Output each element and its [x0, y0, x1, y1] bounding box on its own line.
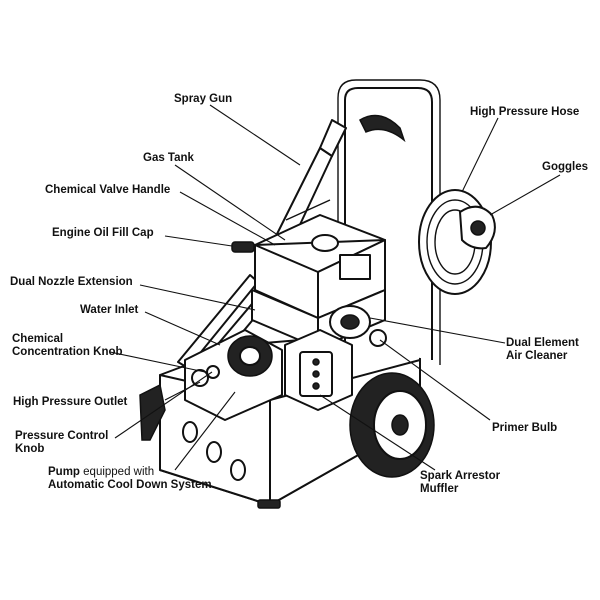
label-pump-rest: equipped with [79, 466, 155, 478]
label-spark-arrestor-muffler-line1: Spark Arrestor [420, 470, 501, 482]
label-chemical-concentration-knob-line2: Concentration Knob [12, 346, 123, 358]
label-primer-bulb: Primer Bulb [492, 422, 558, 434]
label-high-pressure-outlet: High Pressure Outlet [13, 396, 128, 408]
label-dual-element-air-cleaner-line2: Air Cleaner [506, 350, 568, 362]
label-dual-element-air-cleaner-line1: Dual Element [506, 337, 579, 349]
hose-reel-shape [418, 189, 496, 295]
wheel-shape [349, 372, 435, 478]
label-dual-element-air-cleaner: Dual Element Air Cleaner [506, 337, 579, 363]
label-chemical-concentration-knob: Chemical Concentration Knob [12, 333, 123, 359]
muffler-shape [284, 329, 353, 411]
label-pressure-control-knob: Pressure Control Knob [15, 430, 108, 456]
air-cleaner-shape [329, 305, 387, 347]
label-chemical-concentration-knob-line1: Chemical [12, 333, 64, 345]
label-pump: Pump equipped with Automatic Cool Down S… [48, 466, 212, 492]
label-high-pressure-hose: High Pressure Hose [470, 106, 580, 118]
pump-shape [139, 329, 283, 441]
label-engine-oil-fill-cap: Engine Oil Fill Cap [52, 227, 154, 239]
label-pressure-control-knob-line2: Knob [15, 443, 45, 455]
label-spark-arrestor-muffler: Spark Arrestor Muffler [420, 470, 500, 496]
leader-lines [109, 104, 561, 471]
label-spray-gun: Spray Gun [174, 93, 233, 105]
label-pump-bold: Pump [48, 466, 80, 478]
label-spark-arrestor-muffler-line2: Muffler [420, 483, 459, 495]
label-water-inlet: Water Inlet [80, 304, 139, 316]
label-gas-tank: Gas Tank [143, 152, 194, 164]
label-chemical-valve-handle: Chemical Valve Handle [45, 184, 171, 196]
label-pressure-control-knob-line1: Pressure Control [15, 430, 109, 442]
label-goggles: Goggles [542, 161, 589, 173]
label-pump-line2: Automatic Cool Down System [48, 479, 212, 491]
label-pump-line1: Pump equipped with [48, 466, 212, 479]
label-dual-nozzle-extension: Dual Nozzle Extension [10, 276, 133, 288]
